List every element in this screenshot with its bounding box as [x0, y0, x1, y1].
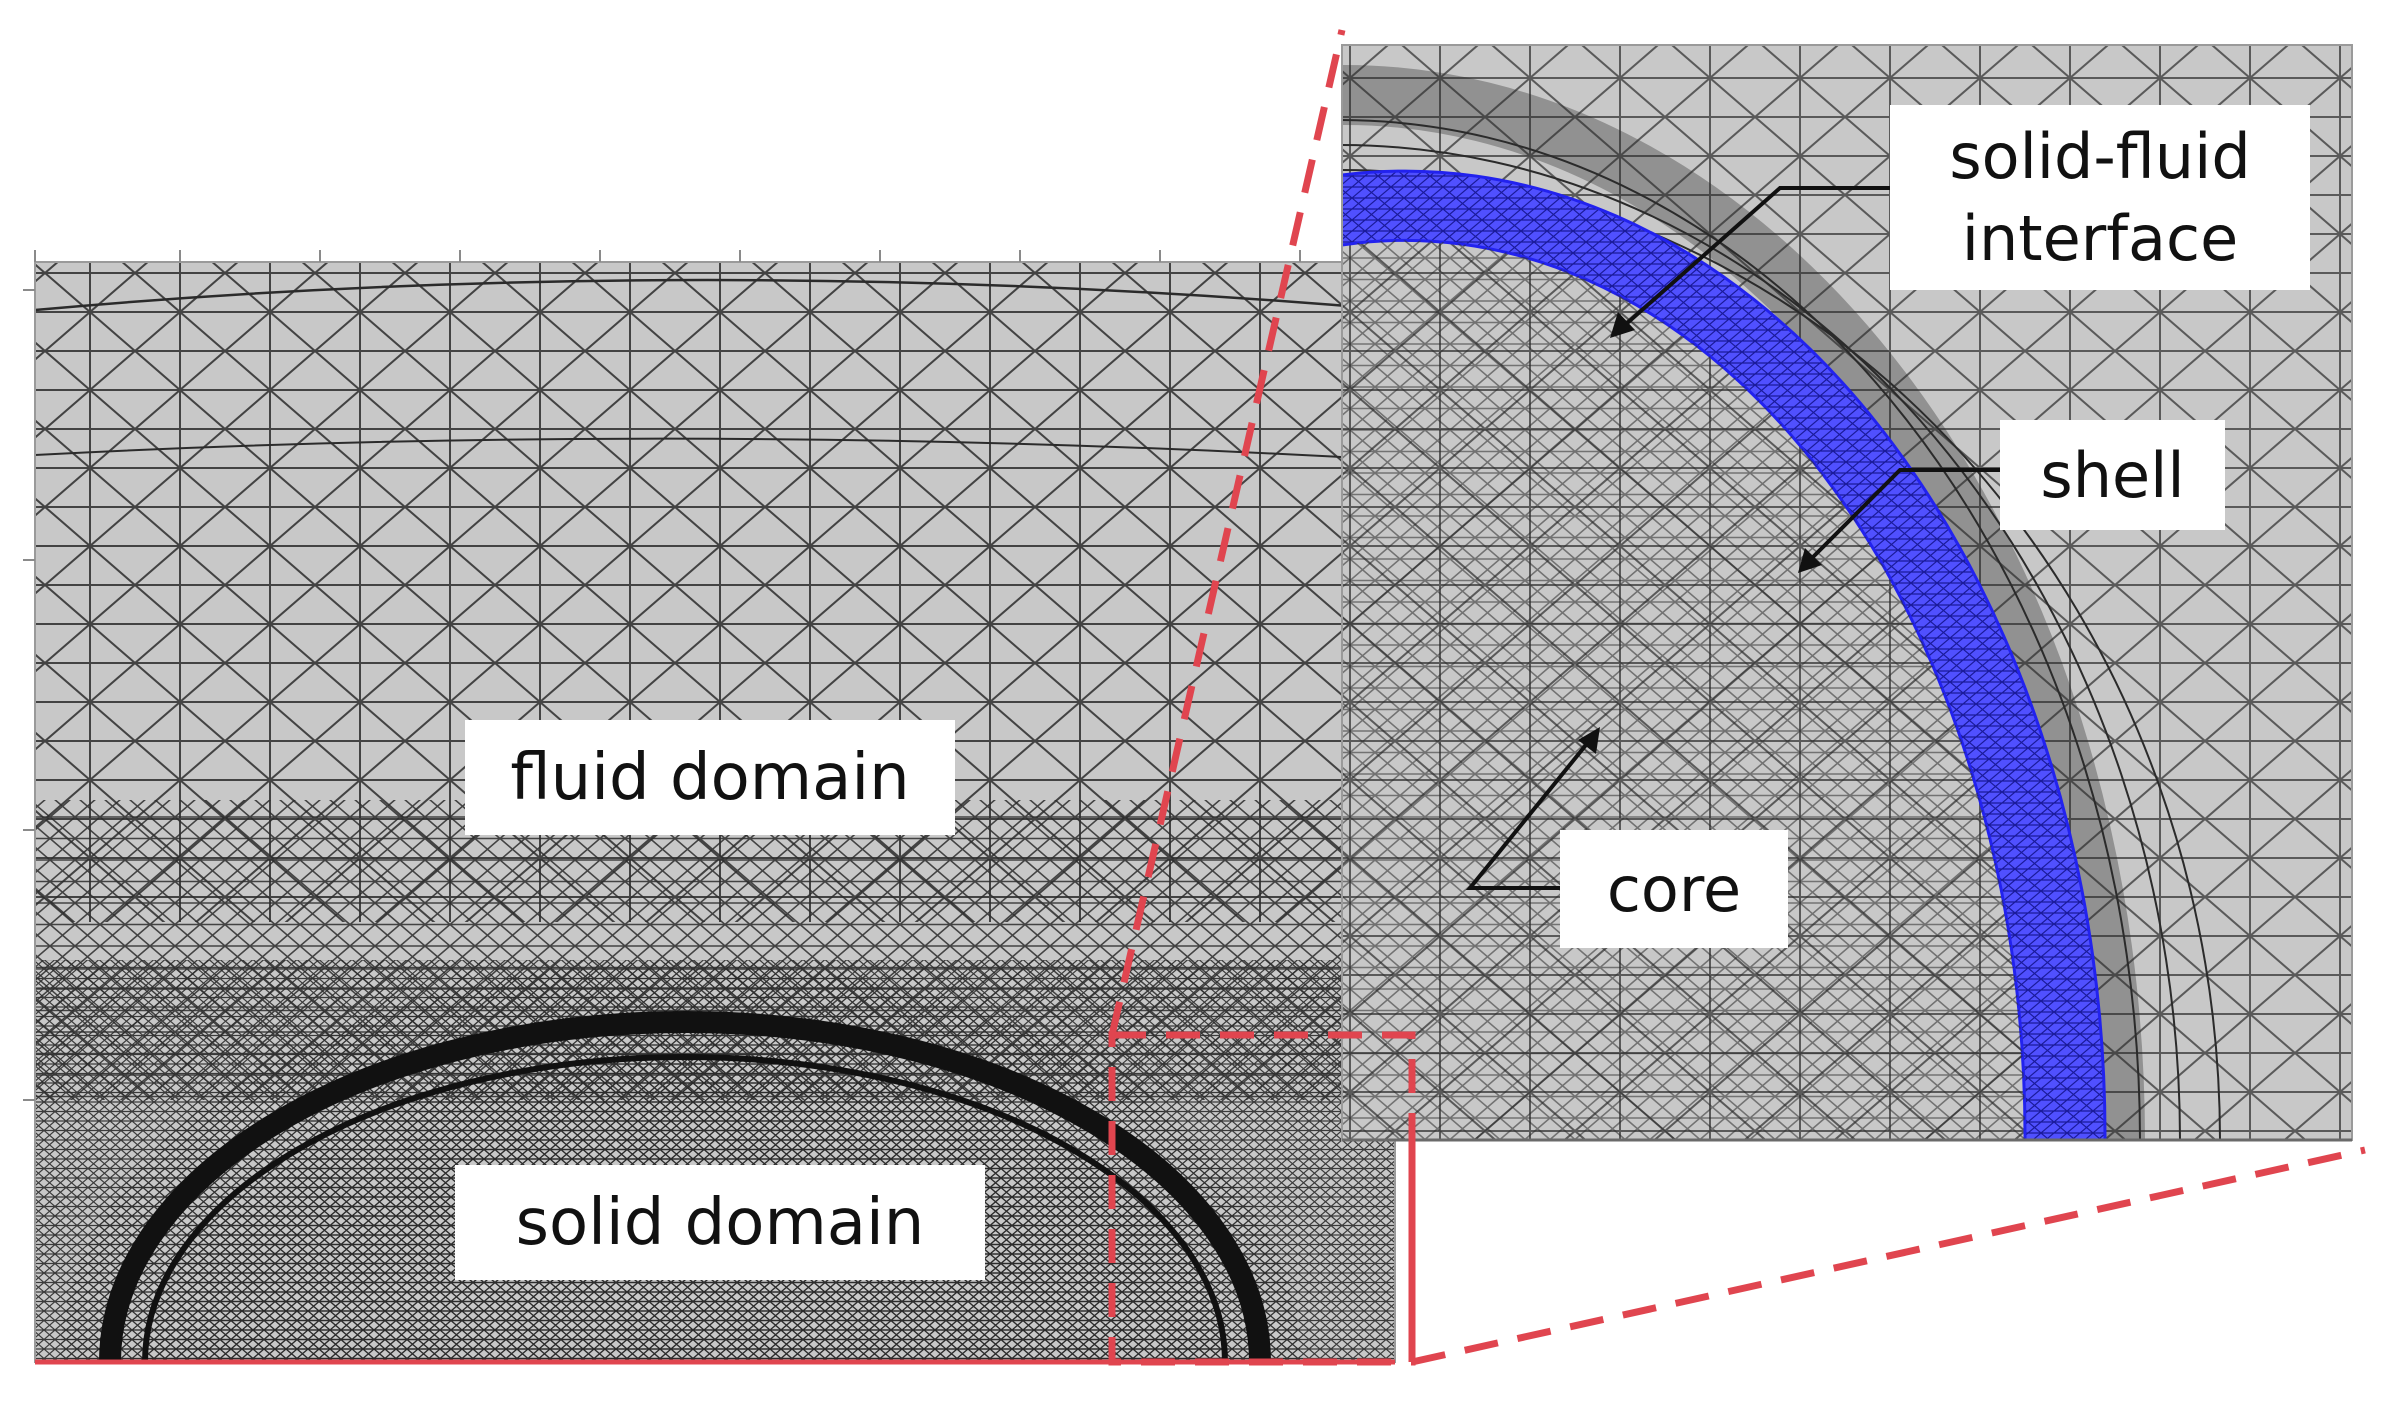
shell-label: shell [2000, 420, 2225, 530]
solid-fluid-interface-label: solid-fluid interface [1890, 105, 2310, 290]
annotation-arrows [1465, 186, 2000, 890]
shell-arrow [1808, 468, 2000, 562]
zoom-indicator [1108, 29, 2366, 1366]
interface-label-line2: interface [1961, 201, 2239, 275]
fluid-domain-label: fluid domain [465, 720, 955, 835]
fluid-domain-text: fluid domain [510, 740, 910, 815]
core-label: core [1560, 830, 1788, 948]
solid-shell-outer [99, 1011, 1271, 1362]
shell-text: shell [2040, 438, 2185, 512]
solid-domain-text: solid domain [515, 1185, 925, 1260]
solid-domain-label: solid domain [455, 1165, 985, 1280]
core-text: core [1606, 852, 1742, 926]
interface-label-line1: solid-fluid [1949, 119, 2251, 193]
arrow-heads [1578, 312, 1822, 754]
interface-arrow [1623, 186, 1890, 327]
left-mesh-panel [35, 262, 1395, 1362]
left-panel-ticks [23, 250, 1301, 1101]
core-arrow [1465, 738, 1592, 890]
